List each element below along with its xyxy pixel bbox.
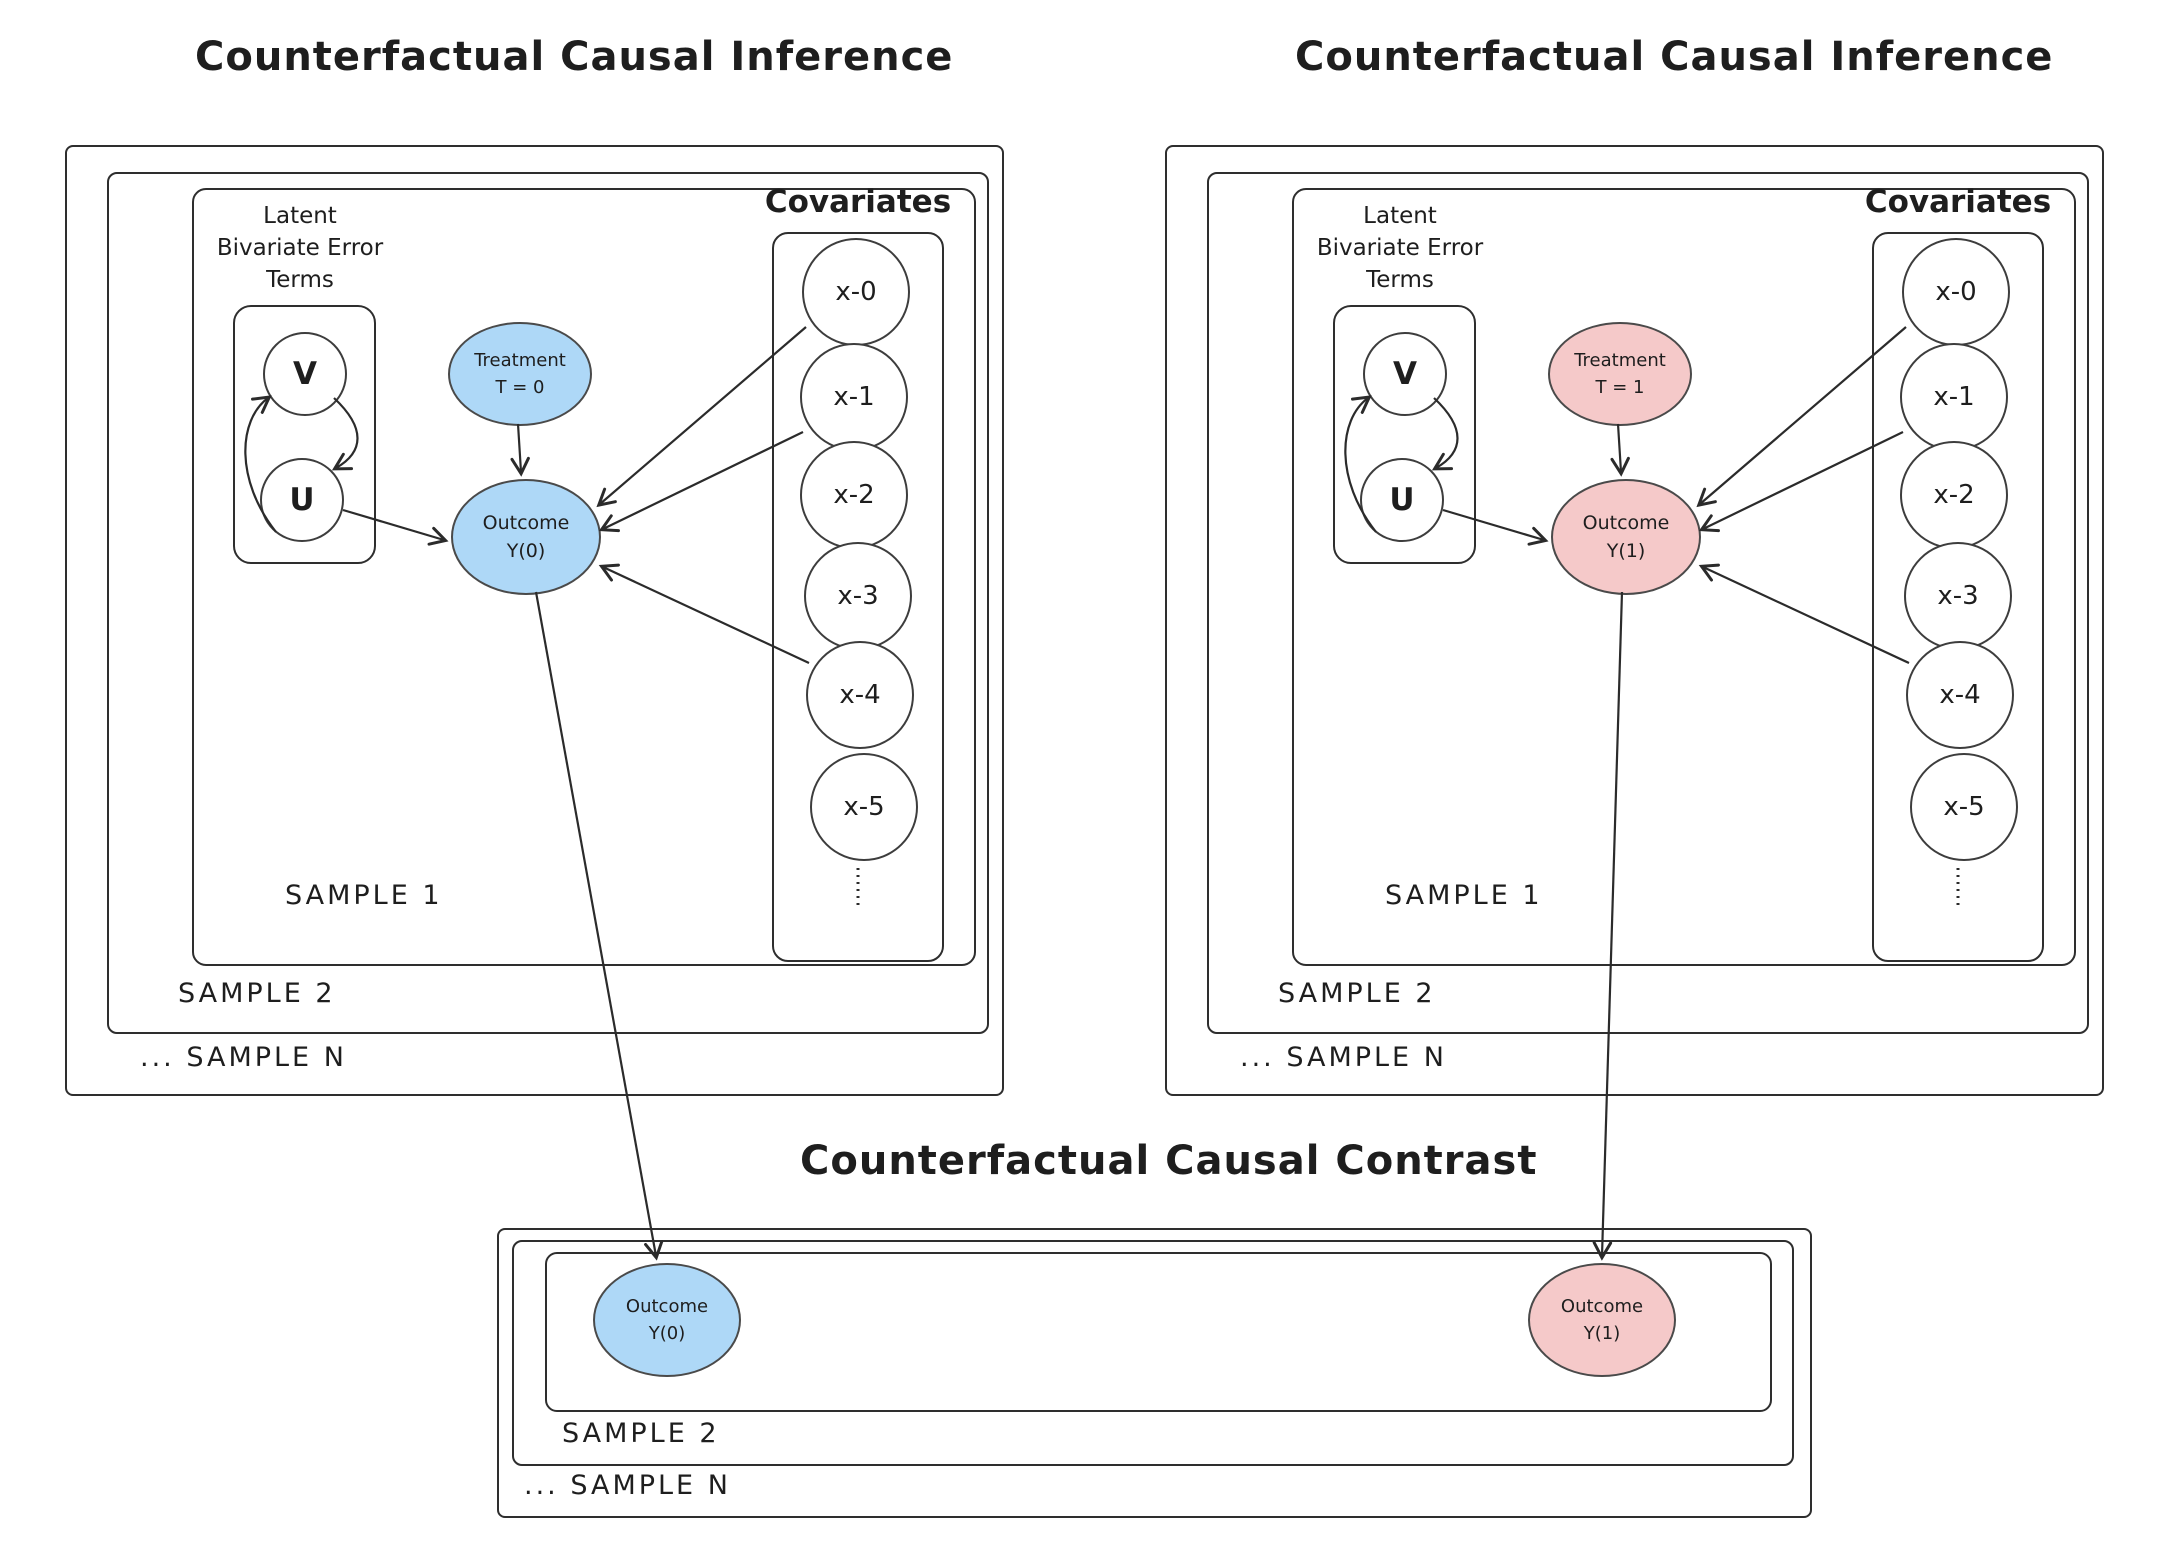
left-sample-2-label: SAMPLE 2: [178, 978, 336, 1009]
left-sample-1-label: SAMPLE 1: [285, 880, 443, 911]
right-covariate-x0-node: x-0: [1902, 238, 2010, 346]
left-latent-label: Latent Bivariate Error Terms: [216, 203, 384, 294]
right-error-terms-box: [1333, 305, 1476, 564]
right-covariates-title: Covariates: [1864, 184, 2052, 220]
right-treatment-node: Treatment T = 1: [1548, 322, 1692, 426]
contrast-outcome-treated-node: Outcome Y(1): [1528, 1263, 1676, 1377]
right-sample-1-label: SAMPLE 1: [1385, 880, 1543, 911]
right-covariate-x2-node: x-2: [1900, 441, 2008, 549]
right-sample-2-label: SAMPLE 2: [1278, 978, 1436, 1009]
contrast-outcome-control-node: Outcome Y(0): [593, 1263, 741, 1377]
contrast-panel-title: Counterfactual Causal Contrast: [800, 1138, 1538, 1184]
right-latent-label: Latent Bivariate Error Terms: [1316, 203, 1484, 294]
left-covariate-x1-node: x-1: [800, 343, 908, 451]
left-outcome-node: Outcome Y(0): [451, 479, 601, 595]
right-covariate-x4-node: x-4: [1906, 641, 2014, 749]
left-sample-n-label: ... SAMPLE N: [140, 1042, 347, 1073]
left-error-terms-box: [233, 305, 376, 564]
left-covariate-x5-node: x-5: [810, 753, 918, 861]
right-sample-2-box: [1207, 172, 2089, 1034]
right-covariate-x3-node: x-3: [1904, 542, 2012, 650]
contrast-sample-1-box: [545, 1252, 1772, 1412]
left-covariate-x2-node: x-2: [800, 441, 908, 549]
right-error-term-v-node: V: [1363, 332, 1447, 416]
left-sample-n-box: [65, 145, 1004, 1096]
left-covariate-x0-node: x-0: [802, 238, 910, 346]
right-outcome-node: Outcome Y(1): [1551, 479, 1701, 595]
left-error-term-v-node: V: [263, 332, 347, 416]
left-covariate-x3-node: x-3: [804, 542, 912, 650]
contrast-sample-2-label: SAMPLE 2: [562, 1418, 720, 1449]
left-error-term-u-node: U: [260, 458, 344, 542]
right-covariate-x5-node: x-5: [1910, 753, 2018, 861]
contrast-sample-2-box: [512, 1240, 1794, 1466]
right-sample-n-box: [1165, 145, 2104, 1096]
left-panel-title: Counterfactual Causal Inference: [195, 34, 954, 80]
left-treatment-node: Treatment T = 0: [448, 322, 592, 426]
right-covariate-x1-node: x-1: [1900, 343, 2008, 451]
left-covariates-title: Covariates: [764, 184, 952, 220]
left-covariate-x4-node: x-4: [806, 641, 914, 749]
right-error-term-u-node: U: [1360, 458, 1444, 542]
contrast-sample-n-label: ... SAMPLE N: [524, 1470, 731, 1501]
right-panel-title: Counterfactual Causal Inference: [1295, 34, 2054, 80]
contrast-sample-n-box: [497, 1228, 1812, 1518]
right-sample-n-label: ... SAMPLE N: [1240, 1042, 1447, 1073]
right-sample-1-box: [1292, 188, 2076, 966]
